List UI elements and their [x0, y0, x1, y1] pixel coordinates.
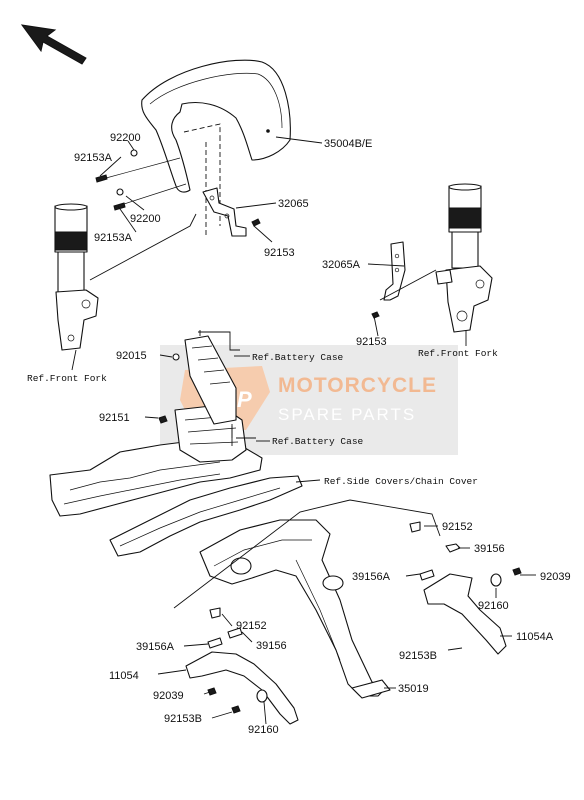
part-labels: 92200 92153A 35004B/E 92200 92153A 32065… — [74, 132, 571, 736]
label-92152-right: 92152 — [442, 521, 473, 533]
label-92160-right: 92160 — [478, 600, 509, 612]
grab-rail-11054 — [185, 607, 299, 725]
label-92160-left: 92160 — [248, 724, 279, 736]
label-32065A: 32065A — [322, 259, 361, 271]
label-92039-right: 92039 — [540, 571, 571, 583]
front-fender — [141, 59, 291, 236]
label-39156A-left: 39156A — [136, 641, 175, 653]
leader-lines — [71, 136, 536, 725]
label-92153B-right: 92153B — [399, 650, 437, 662]
grab-rail-11054A — [409, 521, 522, 655]
label-92200-upper: 92200 — [110, 132, 141, 144]
label-92153A-upper: 92153A — [74, 152, 113, 164]
ref-battery-case-2: Ref.Battery Case — [272, 436, 364, 447]
bracket-32065A — [371, 241, 406, 319]
label-35019: 35019 — [398, 683, 429, 695]
label-39156A-right: 39156A — [352, 571, 391, 583]
label-92200-lower: 92200 — [130, 213, 161, 225]
label-92153-right: 92153 — [356, 336, 387, 348]
label-92015: 92015 — [116, 350, 147, 362]
battery-case-bracket — [158, 330, 256, 446]
front-direction-arrow-icon — [20, 24, 87, 65]
label-92153A-lower: 92153A — [94, 232, 133, 244]
label-92153B-left: 92153B — [164, 713, 202, 725]
ref-side-covers-chain-cover: Ref.Side Covers/Chain Cover — [324, 476, 478, 487]
front-fork-right — [435, 183, 493, 333]
label-92152-left: 92152 — [236, 620, 267, 632]
label-39156-right: 39156 — [474, 543, 505, 555]
label-35004BE: 35004B/E — [324, 138, 372, 150]
reference-labels: Ref.Front Fork Ref.Front Fork Ref.Batter… — [27, 348, 498, 487]
rear-subframe-35019 — [199, 519, 391, 699]
label-39156-left: 39156 — [256, 640, 287, 652]
label-32065: 32065 — [278, 198, 309, 210]
side-cover-rail — [109, 475, 303, 557]
bracket-32065 — [202, 187, 261, 237]
label-92153-left: 92153 — [264, 247, 295, 259]
label-11054: 11054 — [109, 670, 139, 682]
ref-battery-case-1: Ref.Battery Case — [252, 352, 344, 363]
label-92151: 92151 — [99, 412, 130, 424]
front-fork-left — [54, 203, 99, 351]
label-92039-left: 92039 — [153, 690, 184, 702]
fender-fasteners — [95, 149, 187, 211]
watermark-line1: MOTORCYCLE — [278, 374, 437, 397]
ref-front-fork-right: Ref.Front Fork — [418, 348, 498, 359]
watermark-line2: SPARE PARTS — [278, 405, 416, 424]
ref-front-fork-left: Ref.Front Fork — [27, 373, 107, 384]
label-11054A: 11054A — [516, 631, 554, 643]
